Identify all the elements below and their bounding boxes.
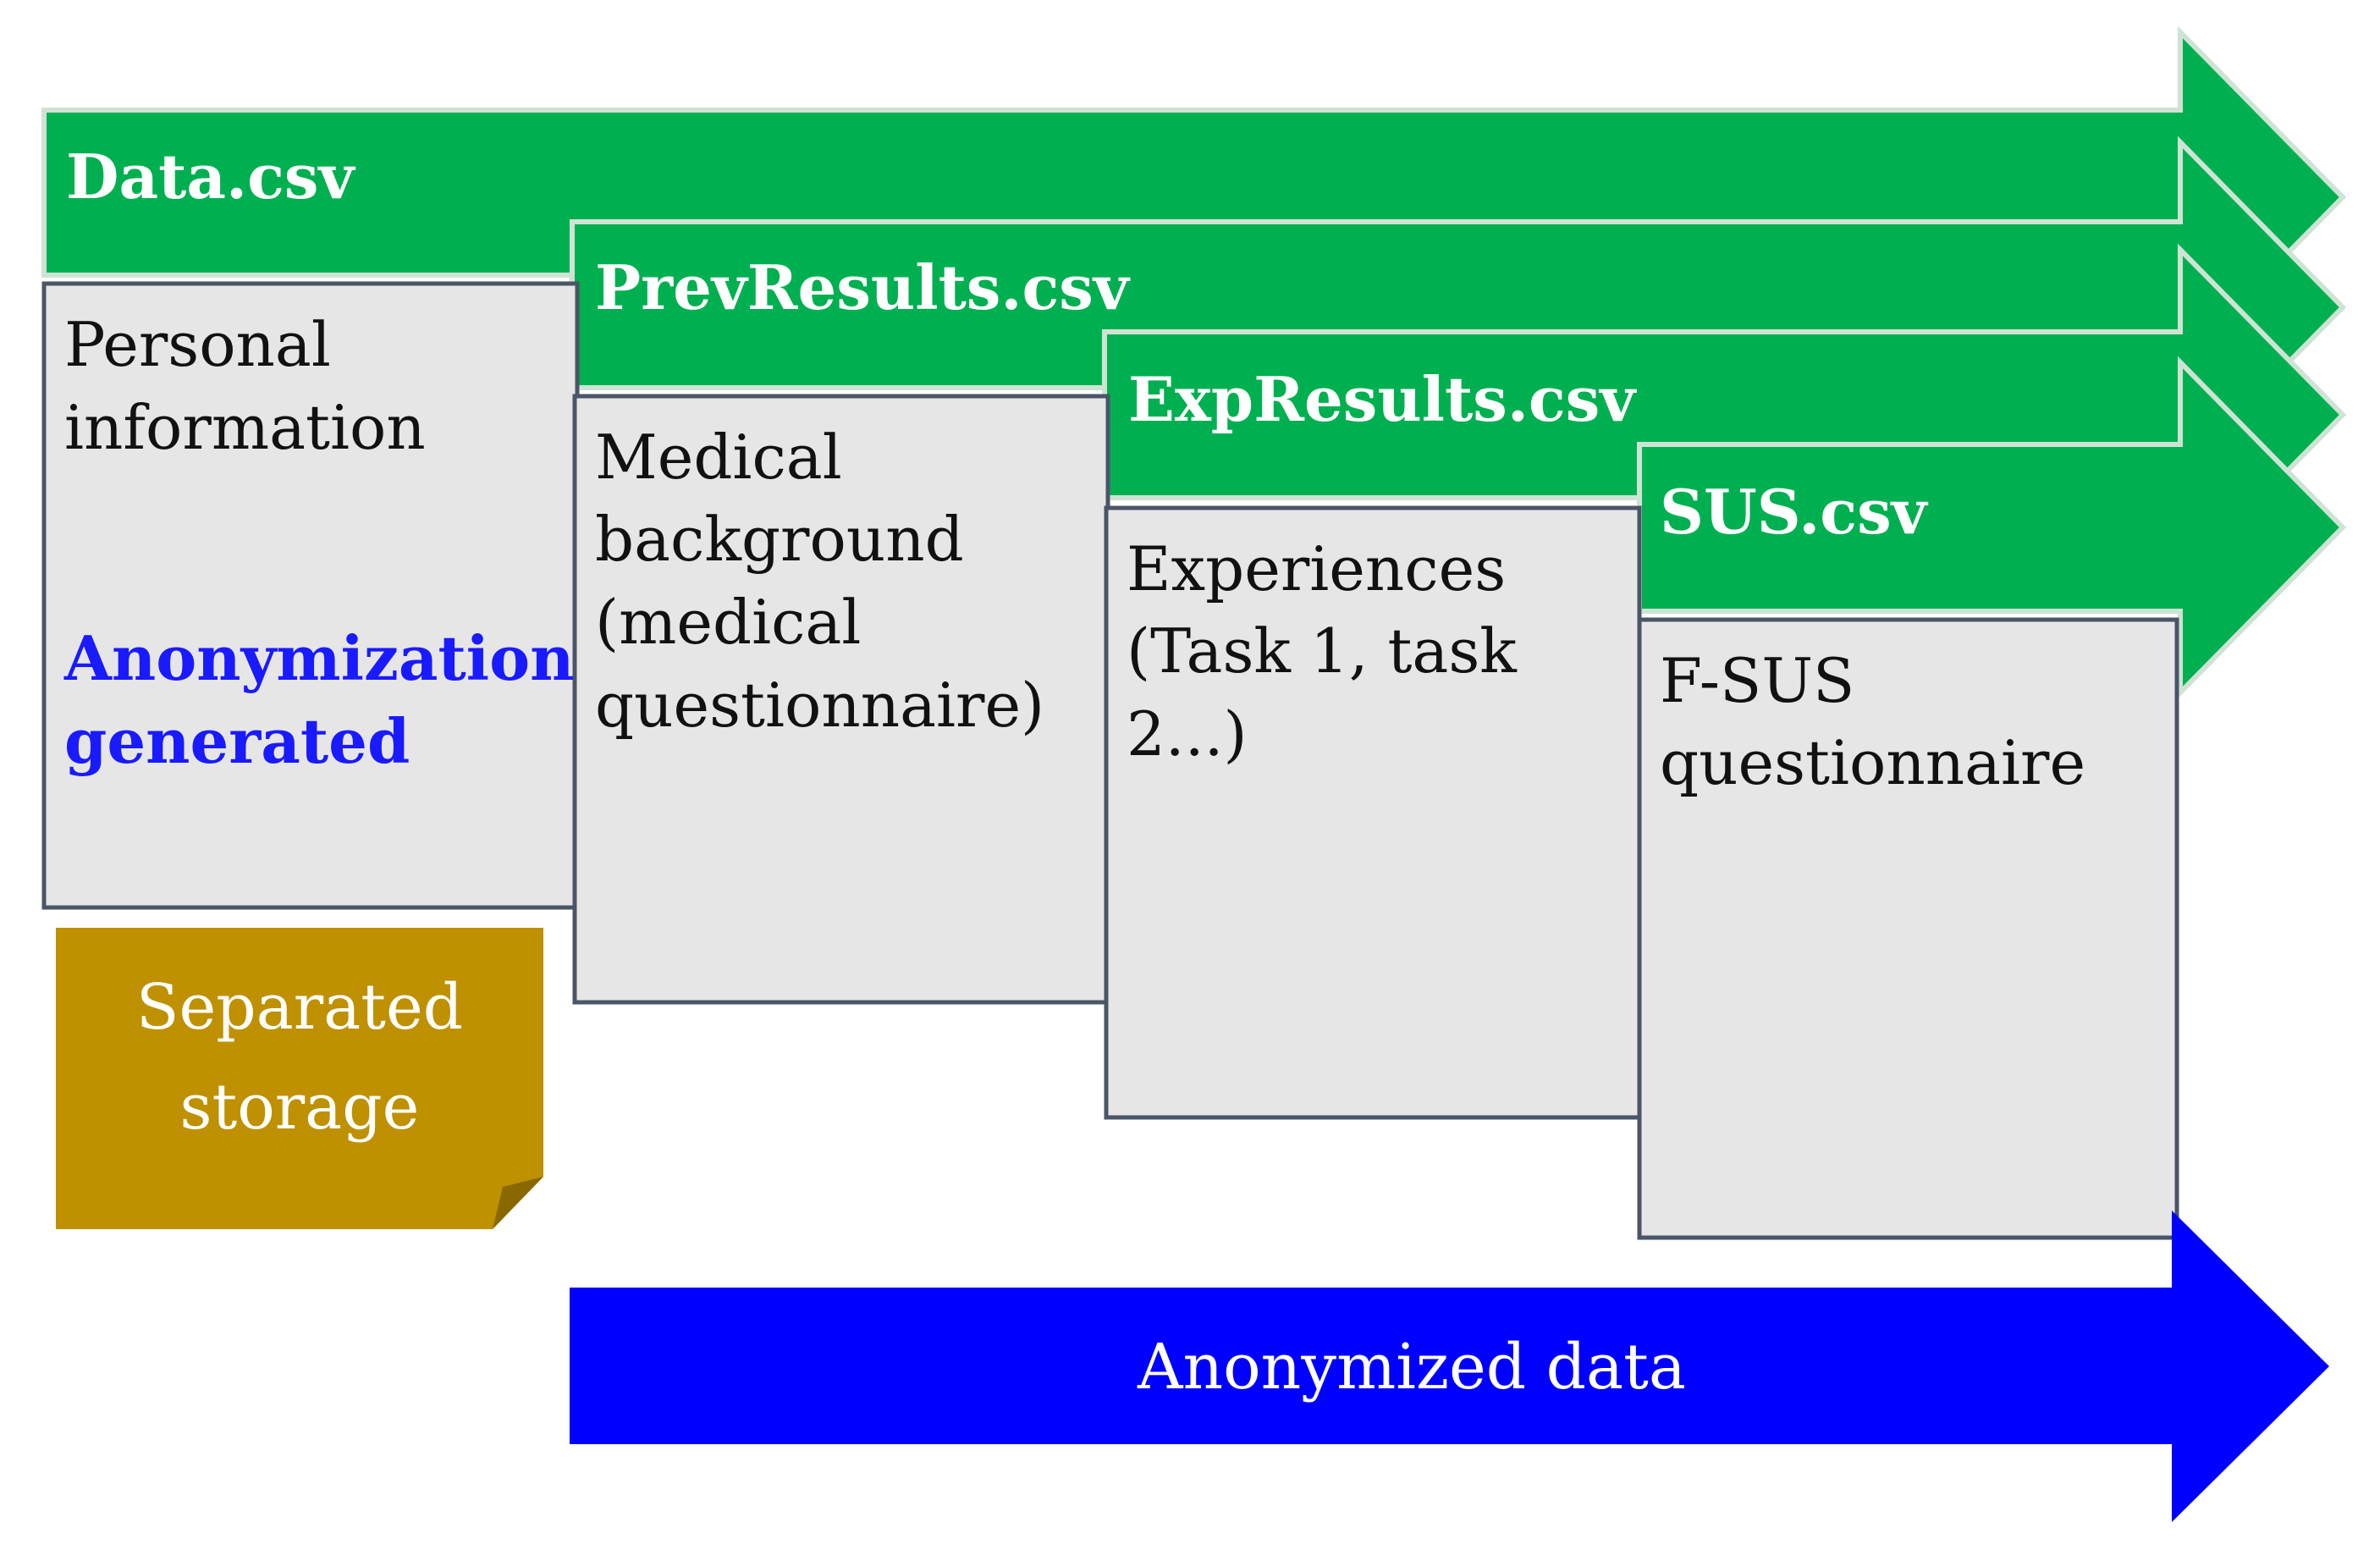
prevresults-csv-box [572,394,1110,1005]
storage-note-fold [493,1177,543,1229]
separated-storage-note [56,928,543,1229]
prevresults-content-line-4: questionnaire) [595,670,1044,741]
anonymization-line-1: Anonymization [63,622,574,694]
storage-note-line-1: Separated [136,971,463,1044]
prevresults-content-line-2: background [595,504,964,575]
expresults-csv-label: ExpResults.csv [1128,363,1637,435]
prevresults-content-line-3: (medical [595,587,861,658]
data-csv-box [41,281,580,910]
sus-csv-arrow [1637,356,2347,699]
anonymization-line-2: generated [64,705,410,777]
sus-csv-box [1637,617,2179,1240]
sus-content-line-1: F-SUS [1660,645,1854,716]
expresults-csv-box [1104,505,1642,1120]
anonymized-data-arrow [570,1211,2329,1522]
anonymized-data-label: Anonymized data [1137,1331,1686,1404]
expresults-content-line-2: (Task 1, task [1127,615,1518,687]
data-csv-content-line-1: Personal [64,309,331,380]
prevresults-csv-label: PrevResults.csv [595,251,1131,323]
data-csv-content-line-2: information [64,392,426,463]
sus-csv-label: SUS.csv [1660,476,1929,548]
expresults-content-line-1: Experiences [1127,533,1506,604]
prevresults-content-line-1: Medical [595,422,842,493]
expresults-content-line-3: 2...) [1127,698,1248,769]
storage-note-line-2: storage [180,1071,420,1144]
sus-content-line-2: questionnaire [1660,727,2085,798]
data-csv-label: Data.csv [66,141,355,212]
